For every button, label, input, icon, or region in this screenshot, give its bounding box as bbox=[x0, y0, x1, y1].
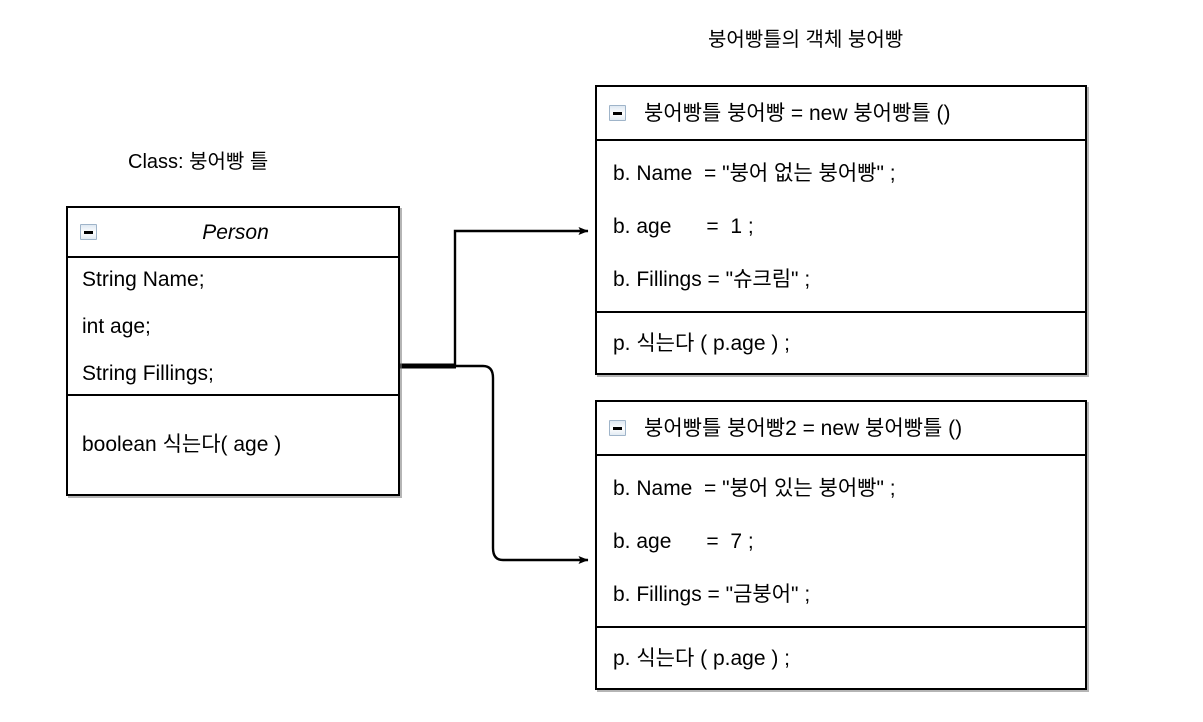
object-attribute-row: b. Fillings = "금붕어" ; bbox=[613, 582, 811, 606]
class-caption: Class: 붕어빵 틀 bbox=[128, 151, 269, 173]
object-1-operations-section: p. 식는다 ( p.age ) ; bbox=[597, 311, 1085, 373]
instantiation-arrow-to-object-2 bbox=[452, 364, 589, 564]
class-operation-row: boolean 식는다( age ) bbox=[82, 432, 282, 456]
object-box-2-header: 붕어빵틀 붕어빵2 = new 붕어빵틀 () bbox=[597, 402, 1085, 456]
class-box-header: Person bbox=[68, 208, 398, 258]
object-attribute-row: b. age = 7 ; bbox=[613, 529, 754, 553]
object-attribute-row: b. age = 1 ; bbox=[613, 214, 754, 238]
class-attributes-section: String Name; int age; String Fillings; bbox=[68, 258, 398, 394]
class-attribute-row: int age; bbox=[82, 314, 151, 338]
minus-box-icon[interactable] bbox=[609, 105, 626, 121]
object-operation-row: p. 식는다 ( p.age ) ; bbox=[613, 331, 791, 355]
object-attribute-row: b. Fillings = "슈크림" ; bbox=[613, 267, 811, 291]
object-operation-row: p. 식는다 ( p.age ) ; bbox=[613, 646, 791, 670]
class-attribute-row: String Name; bbox=[82, 267, 205, 291]
object-1-declaration-label: 붕어빵틀 붕어빵 = new 붕어빵틀 () bbox=[644, 101, 951, 125]
instantiation-arrow-to-object-1 bbox=[453, 227, 589, 366]
minus-box-icon[interactable] bbox=[609, 420, 626, 436]
object-2-operations-section: p. 식는다 ( p.age ) ; bbox=[597, 626, 1085, 688]
object-2-attributes-section: b. Name = "붕어 있는 붕어빵" ; b. age = 7 ; b. … bbox=[597, 456, 1085, 626]
objects-caption: 붕어빵틀의 객체 붕어빵 bbox=[708, 29, 904, 51]
object-attribute-row: b. Name = "붕어 없는 붕어빵" ; bbox=[613, 161, 896, 185]
object-1-attributes-section: b. Name = "붕어 없는 붕어빵" ; b. age = 1 ; b. … bbox=[597, 141, 1085, 311]
class-attribute-row: String Fillings; bbox=[82, 361, 214, 385]
object-attribute-row: b. Name = "붕어 있는 붕어빵" ; bbox=[613, 476, 896, 500]
class-box[interactable]: Person String Name; int age; String Fill… bbox=[66, 206, 400, 496]
class-operations-section: boolean 식는다( age ) bbox=[68, 394, 398, 492]
object-box-1-header: 붕어빵틀 붕어빵 = new 붕어빵틀 () bbox=[597, 87, 1085, 141]
minus-box-icon[interactable] bbox=[80, 224, 97, 240]
object-box-1[interactable]: 붕어빵틀 붕어빵 = new 붕어빵틀 () b. Name = "붕어 없는 … bbox=[595, 85, 1087, 375]
object-box-2[interactable]: 붕어빵틀 붕어빵2 = new 붕어빵틀 () b. Name = "붕어 있는… bbox=[595, 400, 1087, 690]
object-2-declaration-label: 붕어빵틀 붕어빵2 = new 붕어빵틀 () bbox=[644, 416, 963, 440]
class-name-label: Person bbox=[202, 220, 269, 244]
